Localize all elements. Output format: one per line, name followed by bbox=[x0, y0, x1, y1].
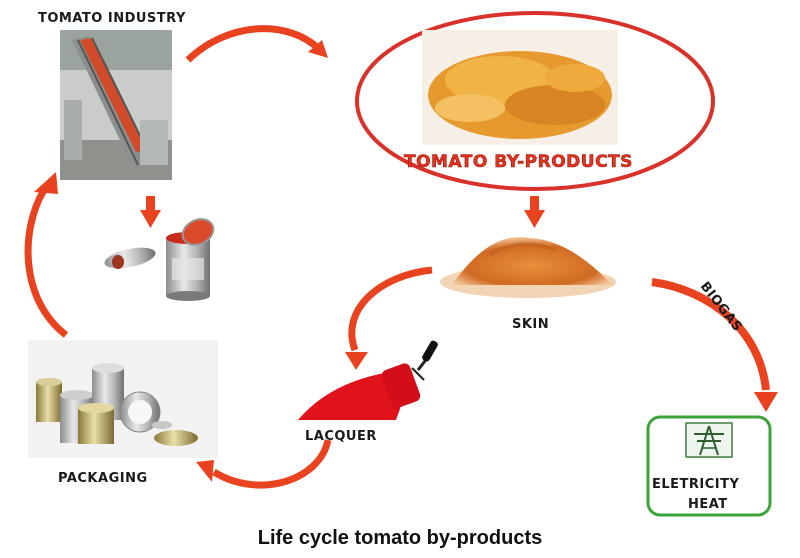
arrow-industry-to-byproducts bbox=[185, 25, 323, 63]
biogas-label: BIOGAS bbox=[697, 279, 745, 335]
arrow-byproducts-down-head bbox=[524, 210, 545, 228]
byproducts-ellipse bbox=[355, 11, 715, 191]
arrow-head-packaging bbox=[196, 460, 214, 482]
tomato-industry-label: TOMATO INDUSTRY bbox=[38, 11, 186, 26]
power-pylon-icon bbox=[685, 422, 733, 458]
packaging-label: PACKAGING bbox=[58, 471, 148, 486]
electricity-label: ELETRICITY bbox=[652, 477, 740, 492]
tomato-byproducts-label: TOMATO BY-PRODUCTS bbox=[404, 152, 633, 172]
arrow-packaging-to-industry bbox=[24, 188, 69, 338]
arrow-byproducts-down-shaft bbox=[530, 196, 539, 212]
skin-label: SKIN bbox=[512, 317, 549, 332]
energy-box bbox=[646, 415, 772, 517]
arrow-head-industry bbox=[34, 172, 58, 194]
arrow-lacquer-to-packaging bbox=[212, 439, 332, 489]
heat-label: HEAT bbox=[688, 497, 728, 512]
packaging-cans-photo bbox=[28, 340, 218, 458]
lacquer-label: LACQUER bbox=[305, 429, 377, 444]
diagram-caption: Life cycle tomato by-products bbox=[258, 527, 543, 549]
skin-powder-photo bbox=[440, 236, 616, 298]
arrow-skin-to-energy bbox=[651, 278, 770, 391]
arrow-industry-down-head bbox=[140, 210, 161, 228]
arrow-head-byproducts bbox=[308, 40, 328, 58]
arrow-head-energy bbox=[754, 392, 778, 412]
lacquer-paint-illustration bbox=[298, 340, 438, 420]
tomato-can-photo bbox=[104, 218, 215, 301]
arrow-skin-to-lacquer bbox=[348, 266, 433, 352]
arrow-head-lacquer bbox=[345, 352, 368, 370]
arrow-industry-down-shaft bbox=[146, 196, 155, 212]
tomato-byproducts-photo bbox=[422, 30, 618, 145]
tomato-industry-photo bbox=[60, 30, 172, 180]
